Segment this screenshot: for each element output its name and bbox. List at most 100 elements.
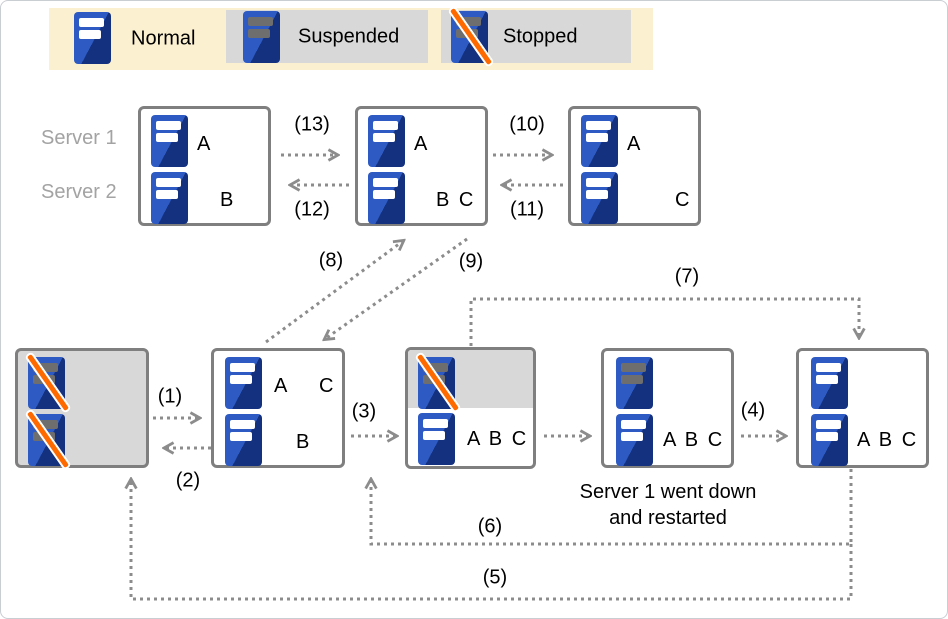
server-bar: [586, 133, 608, 142]
server-bar: [586, 178, 611, 187]
server-bar: [456, 17, 481, 26]
transition-label-12: (12): [294, 198, 330, 221]
stopped-server-icon: [24, 351, 72, 414]
server-bar: [156, 190, 178, 199]
app-letter: B C: [436, 189, 474, 211]
state-box-top-2: A B C: [355, 106, 488, 226]
normal-server-icon: [616, 414, 653, 466]
server-bar: [33, 363, 58, 372]
server-bar: [816, 375, 838, 384]
app-letter: A: [197, 133, 211, 155]
stopped-server-icon: [414, 351, 462, 414]
transition-label-4: (4): [740, 399, 766, 422]
stop-stripe: [414, 351, 462, 414]
server-bar: [248, 17, 273, 26]
state-box-top-3: A C: [568, 106, 701, 226]
restart-note-line2: and restarted: [609, 507, 727, 529]
server-bar: [816, 432, 838, 441]
server-bar: [230, 363, 255, 372]
legend-label-normal: Normal: [131, 27, 196, 50]
transition-label-5: (5): [482, 566, 508, 589]
stopped-server-icon: [24, 408, 72, 471]
stop-stripe: [447, 5, 495, 68]
server-bar: [621, 420, 646, 429]
server1-row-label: Server 1: [41, 127, 117, 149]
stop-stripe: [24, 351, 72, 414]
restart-note: Server 1 went down and restarted: [547, 479, 789, 531]
stopped-server-icon: [447, 5, 495, 68]
server-bar: [79, 30, 101, 39]
server-bar: [816, 363, 841, 372]
app-letter: C: [675, 189, 690, 211]
server-bar: [621, 363, 646, 372]
transition-label-7: (7): [674, 265, 700, 288]
server-bar: [230, 420, 255, 429]
app-letter: A: [274, 375, 288, 397]
stop-stripe: [24, 408, 72, 471]
normal-server-icon: [811, 357, 848, 409]
transition-label-1: (1): [157, 385, 183, 408]
server-bar: [586, 190, 608, 199]
server-bar: [816, 420, 841, 429]
normal-server-icon: [368, 172, 405, 224]
server-bar: [79, 18, 104, 27]
app-letter: C: [319, 375, 334, 397]
state-box-bottom-4: A B C: [601, 348, 734, 468]
server-bar: [230, 375, 252, 384]
state-box-bottom-1: [15, 348, 149, 471]
legend: Normal Suspended Stopped: [49, 5, 653, 70]
transition-label-13: (13): [294, 113, 330, 136]
legend-label-stopped: Stopped: [503, 25, 578, 47]
server-bar: [423, 363, 448, 372]
app-letter: B: [220, 189, 234, 211]
transition-label-10: (10): [509, 113, 545, 136]
app-letter: A B C: [467, 428, 527, 450]
legend-chip-stopped: Stopped: [441, 5, 631, 68]
server-bar: [248, 29, 270, 38]
arrow-7: [469, 297, 859, 346]
server-bar: [373, 178, 398, 187]
server-bar: [373, 121, 398, 130]
normal-server-icon: [811, 414, 848, 466]
state-box-bottom-3: A B C: [405, 347, 536, 469]
normal-server-icon: [418, 413, 455, 465]
legend-chip-suspended: Suspended: [226, 10, 428, 63]
normal-server-icon: [225, 357, 262, 409]
state-box-bottom-5: A B C: [796, 348, 929, 468]
server-bar: [621, 375, 643, 384]
server-bar: [156, 121, 181, 130]
suspended-server-icon: [243, 11, 280, 63]
server-bar: [373, 190, 395, 199]
transition-label-8: (8): [318, 249, 344, 272]
state-box-top-1: A B: [138, 106, 271, 226]
transition-label-11: (11): [509, 198, 545, 221]
app-letter: A: [414, 133, 428, 155]
normal-server-icon: [151, 115, 188, 167]
server-bar: [230, 432, 252, 441]
transition-label-2: (2): [175, 469, 201, 492]
server2-row-label: Server 2: [41, 181, 117, 203]
server-bar: [156, 133, 178, 142]
transition-label-6: (6): [477, 515, 503, 538]
app-letter: B: [296, 431, 310, 453]
state-box-bottom-2: A C B: [211, 348, 345, 468]
restart-note-line1: Server 1 went down: [579, 481, 757, 503]
legend-label-suspended: Suspended: [298, 25, 400, 47]
normal-server-icon: [225, 414, 262, 466]
server-bar: [423, 419, 448, 428]
app-letter: A: [627, 133, 641, 155]
server-bar: [586, 121, 611, 130]
transition-label-3: (3): [351, 400, 377, 423]
server-bar: [373, 133, 395, 142]
server-bar: [621, 432, 643, 441]
app-letter: A B C: [663, 429, 723, 451]
suspended-server-icon: [616, 357, 653, 409]
normal-server-icon: [74, 12, 111, 64]
normal-server-icon: [581, 115, 618, 167]
server-bar: [156, 178, 181, 187]
server-bar: [423, 431, 445, 440]
normal-server-icon: [368, 115, 405, 167]
server-bar: [33, 420, 58, 429]
